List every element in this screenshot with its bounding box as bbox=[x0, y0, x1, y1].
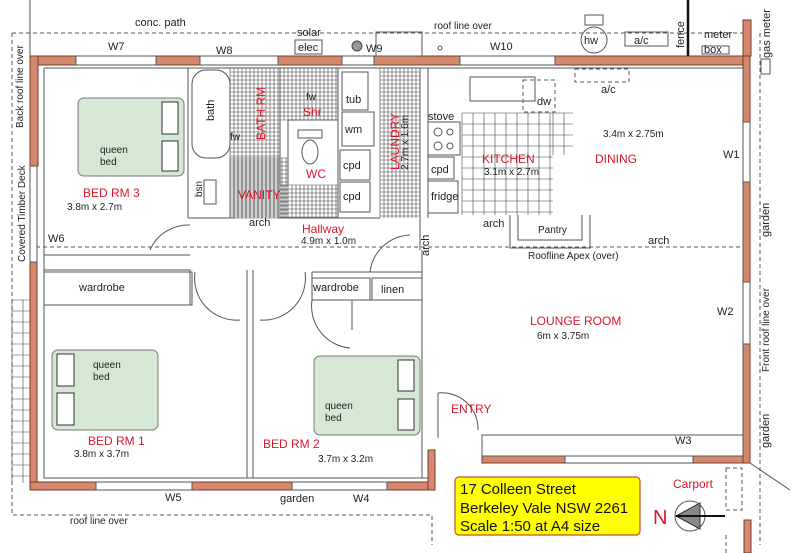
solar-label: solar bbox=[297, 27, 321, 39]
room-name-hallway: Hallway bbox=[302, 222, 344, 236]
room-name-bath-rm: BATH RM bbox=[254, 87, 268, 140]
room-name-bed-rm-3: BED RM 3 bbox=[83, 186, 140, 200]
room-size-bed-rm-3: 3.8m x 2.7m bbox=[67, 202, 122, 213]
fridge-label: fridge bbox=[431, 191, 459, 203]
arch-label: arch bbox=[420, 235, 432, 256]
window-w3: W3 bbox=[675, 435, 692, 447]
window-w10: W10 bbox=[490, 41, 513, 53]
dishwasher-label: dw bbox=[537, 96, 551, 108]
north-arrow: N bbox=[653, 500, 725, 532]
bed-label: queen bbox=[100, 145, 128, 156]
hot-water-icon bbox=[580, 26, 608, 54]
bed-bed-rm-3: queen bed bbox=[77, 97, 185, 177]
window-w5: W5 bbox=[165, 492, 182, 504]
room-name-vanity: VANITY bbox=[238, 188, 280, 202]
solar-icon bbox=[351, 40, 363, 52]
bed-label: bed bbox=[93, 372, 110, 383]
bed-bed-rm-2: queen bed bbox=[313, 355, 421, 436]
bed-label: bed bbox=[325, 413, 342, 424]
room-size-laundry: 2.7m x 1.6m bbox=[400, 115, 411, 170]
room-size-bed-rm-2: 3.7m x 3.2m bbox=[318, 454, 373, 465]
scale-line: Scale 1:50 at A4 size bbox=[460, 518, 600, 535]
box-label: box bbox=[704, 44, 722, 56]
bathtub bbox=[191, 69, 231, 159]
garden-label: garden bbox=[760, 414, 772, 448]
garden-label: garden bbox=[280, 493, 314, 505]
wardrobe-label: wardrobe bbox=[312, 282, 359, 294]
room-size-lounge: 6m x 3.75m bbox=[537, 331, 589, 342]
cooktop bbox=[427, 121, 461, 156]
window-w8: W8 bbox=[216, 45, 233, 57]
address-line: 17 Colleen Street bbox=[460, 481, 577, 498]
room-name-bed-rm-1: BED RM 1 bbox=[88, 434, 145, 448]
bed-bed-rm-1: queen bed bbox=[51, 349, 159, 431]
wardrobe-label: wardrobe bbox=[78, 282, 125, 294]
washing-machine-label: wm bbox=[344, 124, 362, 136]
cupboard-label: cpd bbox=[431, 164, 449, 176]
room-name-shower: Shr bbox=[303, 105, 322, 119]
title-block: 17 Colleen Street Berkeley Vale NSW 2261… bbox=[454, 476, 641, 536]
suburb-line: Berkeley Vale NSW 2261 bbox=[460, 500, 628, 517]
room-name-dining: DINING bbox=[595, 152, 637, 166]
arch-label: arch bbox=[648, 235, 669, 247]
floor-waste-label: fw bbox=[306, 92, 317, 103]
gas-meter-label: gas meter bbox=[761, 9, 773, 58]
cupboard-label: cpd bbox=[343, 160, 361, 172]
ac-outside-label: a/c bbox=[634, 35, 649, 47]
bed-label: queen bbox=[325, 401, 353, 412]
room-size-kitchen: 3.1m x 2.7m bbox=[484, 167, 539, 178]
toilet-bowl bbox=[301, 139, 319, 165]
tub-label: tub bbox=[346, 94, 361, 106]
roof-line-label: roof line over bbox=[434, 21, 492, 32]
conc-path-label: conc. path bbox=[135, 17, 186, 29]
fence-label: fence bbox=[675, 21, 687, 48]
room-name-laundry: LAUNDRY bbox=[388, 113, 402, 170]
basin-label: bsn bbox=[194, 181, 205, 197]
garden-label: garden bbox=[760, 203, 772, 237]
pantry-label: Pantry bbox=[538, 225, 567, 236]
window-w7: W7 bbox=[108, 41, 125, 53]
window-w1: W1 bbox=[723, 149, 740, 161]
elec-box bbox=[294, 39, 323, 55]
bath-label: bath bbox=[205, 100, 217, 121]
window-w6: W6 bbox=[48, 233, 65, 245]
arch-label: arch bbox=[249, 217, 270, 229]
elec-label: elec bbox=[298, 42, 319, 54]
sink bbox=[469, 76, 536, 102]
ac-label: a/c bbox=[601, 84, 616, 96]
room-name-wc: WC bbox=[306, 167, 326, 181]
room-size-dining: 3.4m x 2.75m bbox=[603, 129, 664, 140]
bed-label: bed bbox=[100, 157, 117, 168]
stove-label: stove bbox=[428, 111, 454, 123]
roof-lines bbox=[11, 0, 761, 545]
room-size-hallway: 4.9m x 1.0m bbox=[301, 236, 356, 247]
back-roof-label: Back roof line over bbox=[15, 45, 26, 128]
floor-waste-label: fw bbox=[230, 132, 241, 143]
front-roof-label: Front roof line over bbox=[761, 287, 772, 372]
roof-line-label: roof line over bbox=[70, 516, 128, 527]
window-w9: W9 bbox=[366, 43, 383, 55]
windows bbox=[29, 55, 751, 491]
room-name-entry: ENTRY bbox=[451, 402, 491, 416]
room-name-bed-rm-2: BED RM 2 bbox=[263, 437, 320, 451]
fixtures bbox=[43, 68, 630, 306]
window-w4: W4 bbox=[353, 493, 370, 505]
basin bbox=[203, 179, 217, 205]
room-name-kitchen: KITCHEN bbox=[482, 152, 535, 166]
doors bbox=[149, 224, 479, 438]
deck-label: Covered Timber Deck bbox=[17, 164, 28, 262]
arch-label: arch bbox=[483, 218, 504, 230]
toilet-cistern bbox=[297, 129, 323, 139]
hw-label: hw bbox=[584, 35, 598, 47]
north-label: N bbox=[653, 507, 667, 529]
bed-label: queen bbox=[93, 360, 121, 371]
linen-label: linen bbox=[381, 284, 404, 296]
cupboard-label: cpd bbox=[343, 191, 361, 203]
roofline-apex-label: Roofline Apex (over) bbox=[528, 251, 619, 262]
room-name-lounge: LOUNGE ROOM bbox=[530, 314, 621, 328]
meter-label: meter bbox=[704, 29, 732, 41]
carport-label: Carport bbox=[673, 477, 714, 491]
window-w2: W2 bbox=[717, 306, 734, 318]
room-size-bed-rm-1: 3.8m x 3.7m bbox=[74, 449, 129, 460]
